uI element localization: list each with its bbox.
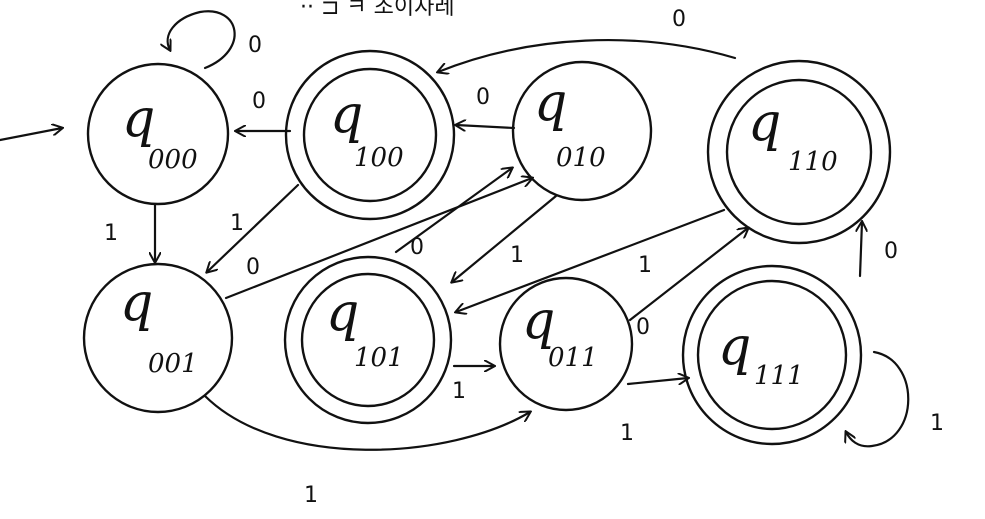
state-symbol: q [718,317,751,377]
state-q110: q 110 [706,59,892,245]
edge-label-q010-q101: 1 [510,243,524,268]
state-circle [511,60,653,202]
edge-q011-q110 [628,228,748,322]
edge-q000-self [168,10,236,70]
edge-label-q010-q100: 0 [476,85,490,110]
initial-arrow [0,128,62,142]
state-symbol: q [120,273,153,333]
state-q101: q 101 [283,255,453,425]
state-q010: q 010 [511,60,653,202]
state-circle [86,62,230,206]
edge-q011-q111 [626,378,688,386]
edge-q010-q100 [456,125,516,128]
edge-label-q111-q110: 0 [884,239,898,264]
edge-label-q100-q001: 1 [230,211,244,236]
state-subscript: 001 [148,349,198,379]
edge-label-q100-q000: 0 [252,89,266,114]
state-q111: q 111 [681,264,863,446]
state-inner-circle [302,67,438,203]
edge-label-q110-q100: 0 [672,7,686,32]
state-symbol: q [326,283,359,343]
state-outer-circle [283,255,453,425]
state-subscript: 110 [788,147,838,177]
edge-q111-q110 [860,222,862,278]
edge-label-q011-q111: 1 [620,421,634,446]
state-q011: q 011 [498,276,634,412]
state-subscript: 111 [754,361,804,391]
state-q000: q 000 [86,62,230,206]
state-inner-circle [725,78,873,226]
state-outer-circle [284,49,456,221]
state-symbol: q [522,291,555,351]
edge-q110-q101 [456,208,726,312]
edge-label-q001-q011: 1 [304,483,318,508]
state-circle [498,276,634,412]
state-q100: q 100 [284,49,456,221]
state-q001: q 001 [82,262,234,414]
edge-label-q101-q011: 1 [452,379,466,404]
edge-q001-q010 [224,178,532,300]
state-symbol: q [748,93,781,153]
state-subscript: 101 [354,343,404,373]
state-inner-circle [696,279,848,431]
edge-q010-q101 [452,194,558,282]
state-circle [82,262,234,414]
edge-label-q000-q001: 1 [104,221,118,246]
state-subscript: 100 [354,143,404,173]
state-outer-circle [706,59,892,245]
state-symbol: q [534,73,567,133]
state-subscript: 010 [556,143,606,173]
top-note-fragment: ·· ⊐ ㅋ 조이자레 [300,0,455,20]
state-symbol: q [330,85,363,145]
edge-label-q111-self: 1 [930,411,944,436]
edge-q110-q100 [438,39,737,72]
edge-label-q000-self: 0 [248,33,262,58]
state-subscript: 000 [148,145,198,175]
edge-label-q110-q101: 1 [638,253,652,278]
edge-q111-self [846,350,910,448]
edge-q100-q001 [207,183,300,272]
edge-label-q101-q010: 0 [410,235,424,260]
state-outer-circle [681,264,863,446]
state-inner-circle [300,272,436,408]
edge-q101-q010 [394,168,512,254]
state-symbol: q [122,89,155,149]
edge-q001-q011 [203,394,530,451]
state-subscript: 011 [548,343,598,373]
edge-label-q001-q010: 0 [246,255,260,280]
edge-label-q011-q110: 0 [636,315,650,340]
